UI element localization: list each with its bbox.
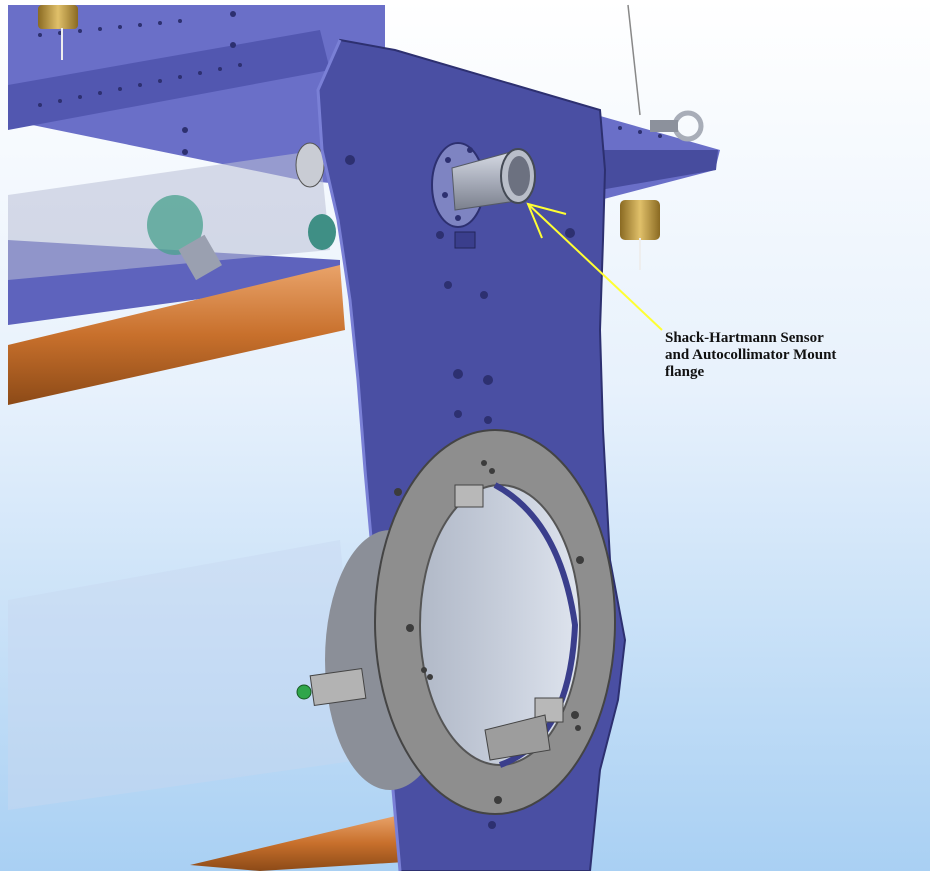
ring-clamp-top	[454, 484, 484, 508]
flange-bolts	[442, 147, 473, 221]
callout-line-1: Shack-Hartmann Sensor	[665, 330, 824, 346]
frame-beam-right	[600, 150, 718, 190]
brass-hanger-left	[38, 5, 78, 29]
callout-line-3: flange	[665, 364, 705, 380]
glass-cylinder	[8, 540, 360, 810]
callout-arrowhead	[526, 202, 567, 239]
green-mount-right	[308, 214, 336, 250]
top-frame-shadow	[8, 30, 330, 130]
callout-label: Shack-Hartmann Sensor and Autocollimator…	[665, 330, 885, 381]
clamp-bracket	[178, 234, 222, 281]
gray-ring-inner	[419, 484, 581, 766]
flange-tube-bore	[508, 156, 530, 196]
green-knob	[296, 684, 312, 700]
suspension-wire	[627, 4, 641, 116]
orange-rod-upper	[8, 265, 345, 405]
callout-leader-line	[527, 203, 663, 331]
knob-disc	[295, 142, 325, 188]
ring-clamp-plate	[484, 714, 551, 761]
callout-line-2: and Autocollimator Mount	[665, 347, 837, 363]
brass-hanger-right	[620, 200, 660, 240]
ring-bolts	[394, 460, 584, 804]
side-block	[309, 667, 367, 707]
green-mount-left	[147, 195, 203, 255]
eye-bolt-shank	[650, 120, 678, 132]
flange-bracket	[454, 231, 476, 249]
orange-rod-lower	[190, 815, 405, 871]
